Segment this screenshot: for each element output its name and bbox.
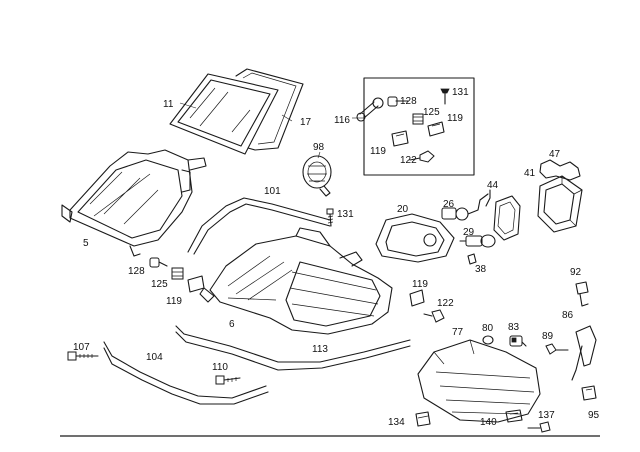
bracket-92 bbox=[575, 281, 589, 307]
label-107: 107 bbox=[73, 342, 90, 353]
headlamp-lens-11 bbox=[169, 73, 279, 155]
label-119d: 119 bbox=[412, 279, 428, 290]
label-80: 80 bbox=[482, 323, 494, 334]
clip-119d bbox=[409, 289, 425, 307]
label-128b: 128 bbox=[128, 266, 145, 277]
gasket-47 bbox=[539, 159, 581, 181]
label-98: 98 bbox=[313, 142, 325, 153]
label-29: 29 bbox=[463, 227, 475, 238]
label-6: 6 bbox=[229, 319, 235, 330]
label-95: 95 bbox=[588, 410, 600, 421]
label-17: 17 bbox=[300, 117, 312, 128]
rivet-131b bbox=[440, 88, 450, 105]
label-11: 11 bbox=[163, 99, 174, 110]
fog-lamp-20 bbox=[375, 213, 455, 263]
clip-119a bbox=[427, 121, 445, 137]
label-131b: 131 bbox=[452, 87, 469, 98]
label-119b: 119 bbox=[370, 146, 386, 157]
label-47: 47 bbox=[549, 149, 561, 160]
label-86: 86 bbox=[562, 310, 574, 321]
screw-128b bbox=[149, 257, 168, 268]
reflector-frame-41 bbox=[537, 175, 583, 233]
label-104: 104 bbox=[146, 352, 163, 363]
label-89: 89 bbox=[542, 331, 554, 342]
label-140: 140 bbox=[480, 417, 497, 428]
seal-44 bbox=[485, 189, 521, 241]
label-125b: 125 bbox=[151, 279, 168, 290]
label-128a: 128 bbox=[400, 96, 417, 107]
label-137: 137 bbox=[538, 410, 555, 421]
screw-128a bbox=[387, 96, 409, 107]
wrench-icon bbox=[356, 97, 384, 122]
bulb-29 bbox=[459, 234, 496, 248]
label-131a: 131 bbox=[337, 209, 354, 220]
nut-125a bbox=[412, 113, 424, 125]
label-119a: 119 bbox=[447, 113, 463, 124]
screw-89 bbox=[545, 343, 569, 355]
label-26: 26 bbox=[443, 199, 455, 210]
bracket-kit-box bbox=[352, 77, 475, 176]
trim-strip-113 bbox=[175, 325, 411, 371]
lens-seal-17 bbox=[235, 68, 304, 151]
bulb-socket-26 bbox=[441, 193, 489, 221]
label-41: 41 bbox=[524, 168, 536, 179]
tail-lamp-lens-77 bbox=[417, 339, 541, 423]
clip-119c bbox=[187, 275, 205, 293]
screw-131a bbox=[326, 208, 334, 227]
label-101: 101 bbox=[264, 186, 281, 197]
cover-cap-98 bbox=[302, 155, 332, 197]
clip-140 bbox=[505, 409, 523, 423]
label-20: 20 bbox=[397, 204, 409, 215]
screw-110 bbox=[215, 375, 241, 385]
nut-125b bbox=[171, 267, 184, 280]
bolt-122b bbox=[423, 309, 445, 323]
bolt-122a bbox=[409, 150, 435, 163]
headlamp-housing-5 bbox=[61, 149, 207, 257]
screw-137 bbox=[527, 421, 551, 433]
label-110: 110 bbox=[212, 362, 228, 373]
clip-95 bbox=[581, 385, 597, 401]
bulb-80 bbox=[482, 335, 494, 345]
label-38: 38 bbox=[475, 264, 487, 275]
label-119c: 119 bbox=[166, 296, 182, 307]
bracket-86 bbox=[571, 325, 597, 381]
clip-119b bbox=[391, 130, 409, 147]
label-125a: 125 bbox=[423, 107, 440, 118]
label-122a: 122 bbox=[400, 155, 417, 166]
label-83: 83 bbox=[508, 322, 520, 333]
tail-lamp-housing-6 bbox=[199, 227, 393, 335]
label-113: 113 bbox=[312, 344, 328, 355]
label-77: 77 bbox=[452, 327, 464, 338]
label-116: 116 bbox=[334, 115, 350, 126]
label-92: 92 bbox=[570, 267, 582, 278]
label-44: 44 bbox=[487, 180, 499, 191]
trim-strip-101 bbox=[187, 197, 331, 255]
bulb-38 bbox=[467, 253, 477, 265]
clip-134 bbox=[415, 411, 431, 427]
label-122b: 122 bbox=[437, 298, 454, 309]
trim-strip-104 bbox=[103, 341, 269, 405]
label-5: 5 bbox=[83, 238, 89, 249]
socket-83 bbox=[509, 335, 527, 347]
screw-107 bbox=[67, 351, 99, 361]
label-134: 134 bbox=[388, 417, 405, 428]
